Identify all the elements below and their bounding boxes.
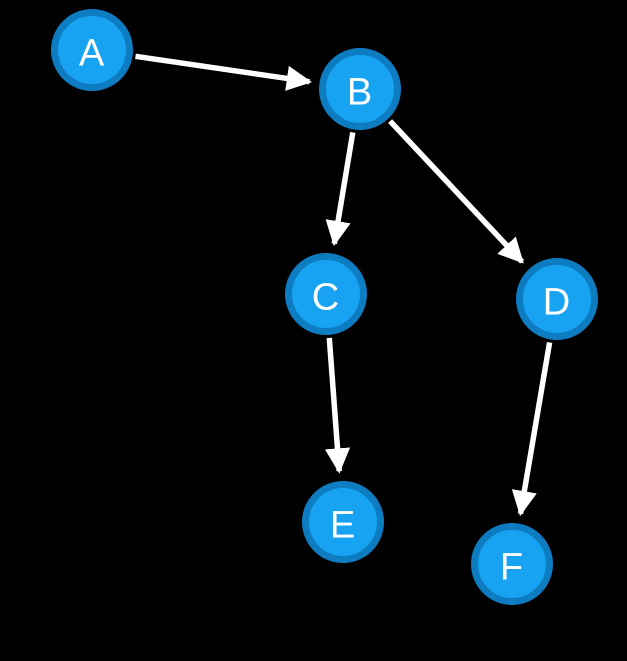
node-E-circle — [302, 481, 384, 563]
edge-A-B — [135, 53, 313, 91]
node-C-circle — [285, 253, 367, 335]
node-F-circle — [471, 523, 553, 605]
edge-B-C — [325, 131, 356, 247]
edges-layer — [135, 53, 553, 517]
node-E[interactable]: E — [302, 481, 384, 563]
node-B-circle — [319, 48, 401, 130]
node-A-circle — [51, 9, 133, 91]
node-A[interactable]: A — [51, 9, 133, 91]
node-F[interactable]: F — [471, 523, 553, 605]
node-C[interactable]: C — [285, 253, 367, 335]
node-B[interactable]: B — [319, 48, 401, 130]
node-D[interactable]: D — [516, 258, 598, 340]
nodes-layer: A B C D E F — [51, 9, 598, 605]
edge-D-F — [511, 341, 553, 517]
node-D-circle — [516, 258, 598, 340]
edge-B-D — [388, 119, 525, 264]
edge-C-E — [324, 337, 351, 474]
